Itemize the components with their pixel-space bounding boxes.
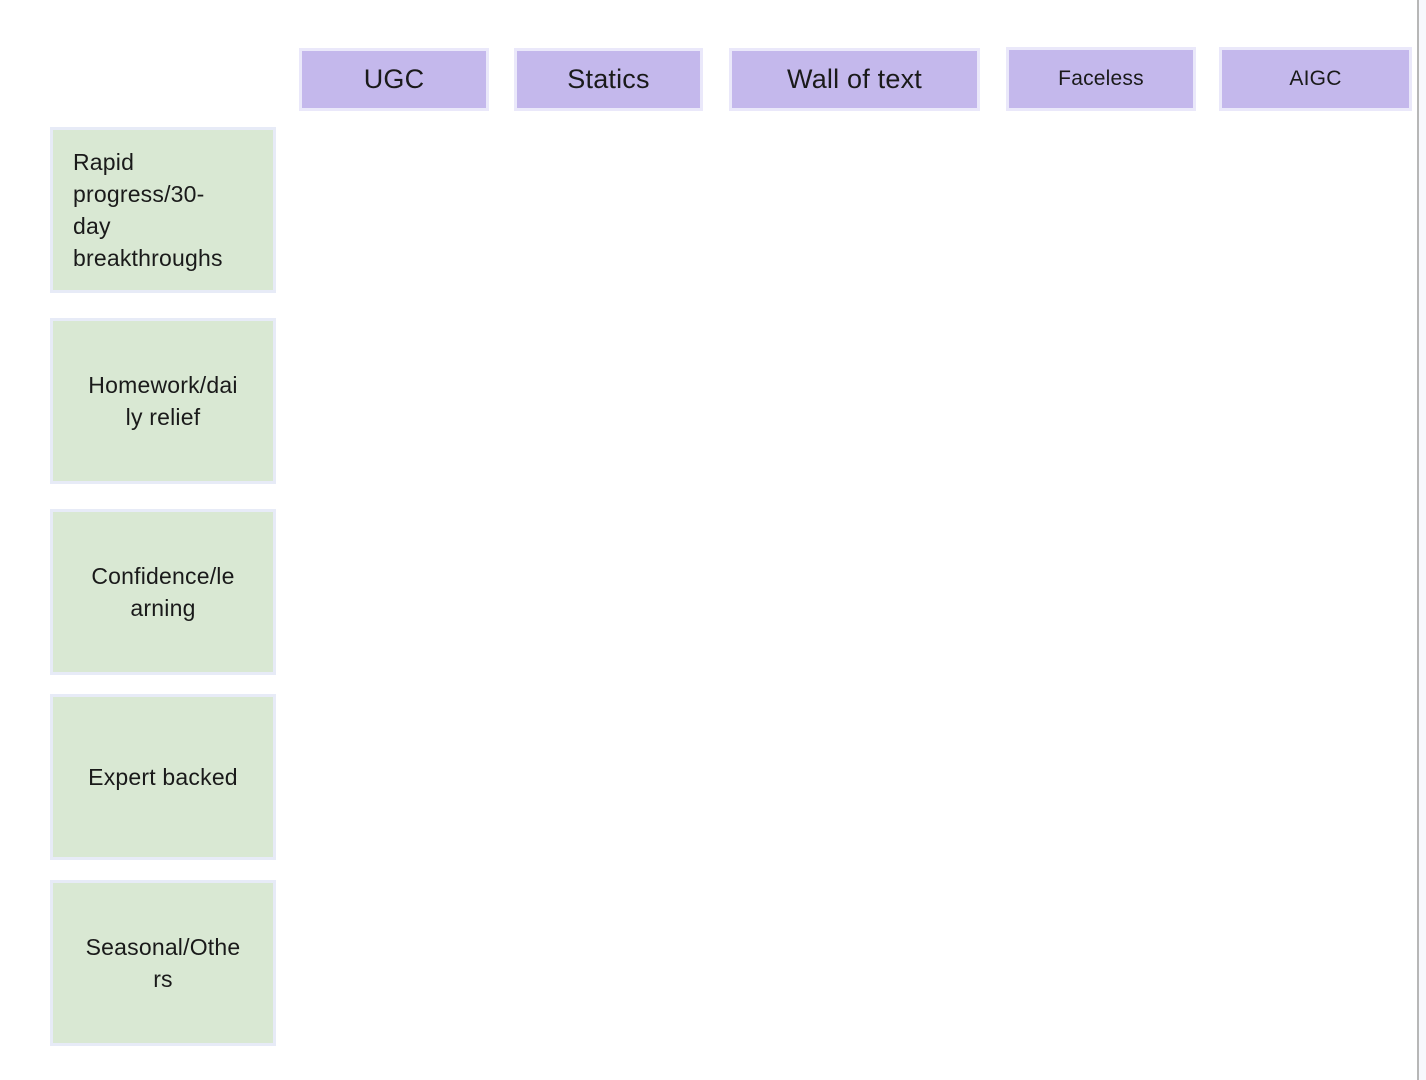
row-header-label: Seasonal/Othe rs (85, 934, 241, 992)
canvas-edge-line (1417, 0, 1419, 1080)
row-header-confidence-learning[interactable]: Confidence/le arning (50, 509, 276, 675)
row-header-label: Homework/dai ly relief (88, 372, 238, 430)
column-header-label: Statics (567, 64, 650, 95)
row-header-label: Confidence/le arning (91, 563, 235, 621)
row-header-seasonal-others[interactable]: Seasonal/Othe rs (50, 880, 276, 1046)
row-header-rapid-progress[interactable]: Rapid progress/30- day breakthroughs (50, 127, 276, 293)
row-header-label: Expert backed (88, 764, 238, 790)
column-header-aigc[interactable]: AIGC (1219, 47, 1412, 111)
column-header-wall-of-text[interactable]: Wall of text (729, 48, 980, 111)
row-header-homework-relief[interactable]: Homework/dai ly relief (50, 318, 276, 484)
column-header-faceless[interactable]: Faceless (1006, 47, 1196, 111)
canvas-edge-panel (1419, 0, 1426, 1080)
column-header-statics[interactable]: Statics (514, 48, 703, 111)
row-header-expert-backed[interactable]: Expert backed (50, 694, 276, 860)
column-header-label: Faceless (1058, 66, 1144, 90)
column-header-label: UGC (363, 64, 425, 95)
row-header-label: Rapid progress/30- day breakthroughs (73, 149, 223, 271)
column-header-ugc[interactable]: UGC (299, 48, 489, 111)
column-header-label: Wall of text (787, 64, 922, 95)
column-header-label: AIGC (1289, 66, 1342, 90)
